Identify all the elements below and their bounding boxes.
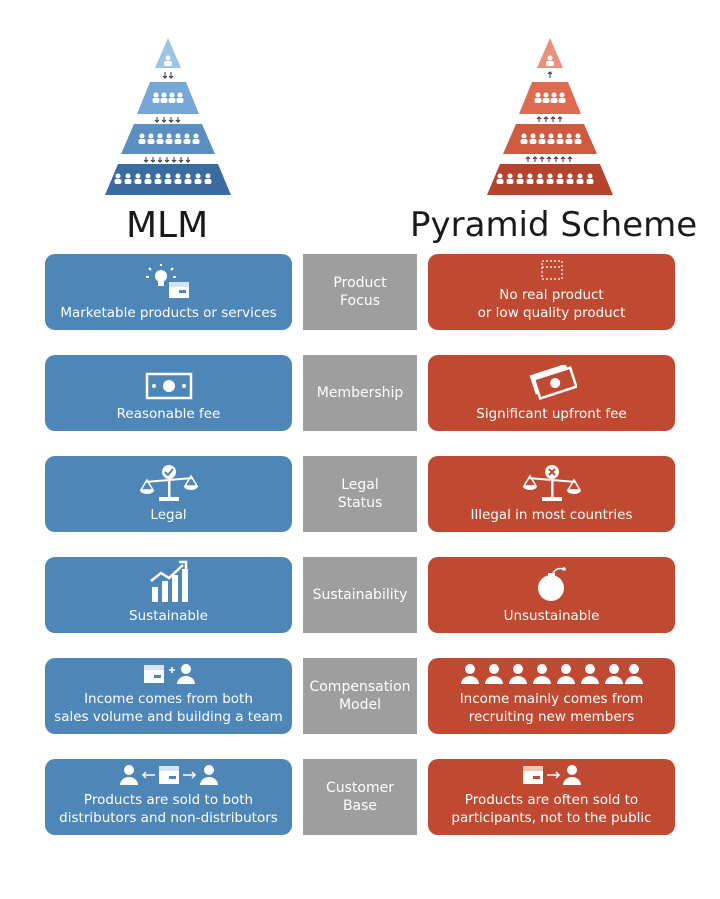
mlm-text: Reasonable fee [116, 406, 221, 422]
pyramid-scheme-graphic [487, 38, 613, 195]
criterion-label: Membership [303, 355, 417, 431]
scale-cross-icon [522, 465, 581, 501]
pyramid-card-legal-status: Illegal in most countries [428, 456, 675, 532]
mlm-title: MLM [126, 205, 209, 246]
pyramid-text: Illegal in most countries [470, 507, 633, 523]
comparison-row-sustainability: Sustainable Sustainability Unsustainable [45, 557, 675, 633]
bomb-icon [537, 567, 566, 601]
mlm-text: Legal [150, 507, 187, 523]
stack-of-cash-icon [529, 365, 577, 400]
mlm-card-customer-base: Products are sold to both distributors a… [45, 759, 292, 835]
pyramid-text: Unsustainable [503, 608, 600, 624]
pyramid-card-customer-base: Products are often sold to participants,… [428, 759, 675, 835]
mlm-card-sustainability: Sustainable [45, 557, 292, 633]
comparison-row-legal-status: Legal Legal Status Illegal in most count… [45, 456, 675, 532]
banknote-icon [145, 372, 192, 400]
lightbulb-box-icon [145, 264, 189, 298]
pyramid-text: Significant upfront fee [476, 406, 627, 422]
mlm-text: Income comes from both sales volume and … [54, 691, 283, 725]
criterion-label: Customer Base [303, 759, 417, 835]
pyramid-text: No real product or low quality product [477, 287, 626, 321]
box-plus-person-icon [143, 664, 195, 684]
mlm-text: Products are sold to both distributors a… [59, 792, 278, 826]
mlm-card-compensation-model: Income comes from both sales volume and … [45, 658, 292, 734]
mlm-text: Marketable products or services [60, 305, 277, 321]
mlm-text: Sustainable [129, 608, 208, 624]
pyramid-card-sustainability: Unsustainable [428, 557, 675, 633]
comparison-row-membership: Reasonable fee Membership Significant up… [45, 355, 675, 431]
criterion-label: Compensation Model [303, 658, 417, 734]
criterion-label: Sustainability [303, 557, 417, 633]
mlm-card-membership: Reasonable fee [45, 355, 292, 431]
growth-chart-icon [149, 560, 188, 602]
pyramid-text: Income mainly comes from recruiting new … [459, 691, 644, 725]
scale-check-icon [139, 465, 198, 501]
comparison-row-compensation-model: Income comes from both sales volume and … [45, 658, 675, 734]
comparison-row-product-focus: Marketable products or services Product … [45, 254, 675, 330]
mlm-card-legal-status: Legal [45, 456, 292, 532]
criterion-label: Legal Status [303, 456, 417, 532]
pyramid-scheme-title: Pyramid Scheme [410, 205, 698, 245]
pyramid-card-compensation-model: Income mainly comes from recruiting new … [428, 658, 675, 734]
pyramid-text: Products are often sold to participants,… [451, 792, 652, 826]
mlm-pyramid-graphic [105, 38, 231, 195]
box-to-person-icon [522, 765, 581, 785]
person-box-person-icon [119, 765, 218, 785]
pyramid-card-membership: Significant upfront fee [428, 355, 675, 431]
pyramid-card-product-focus: No real product or low quality product [428, 254, 675, 330]
empty-box-icon [540, 260, 563, 280]
comparison-row-customer-base: Products are sold to both distributors a… [45, 759, 675, 835]
mlm-card-product-focus: Marketable products or services [45, 254, 292, 330]
group-of-people-icon [460, 664, 643, 684]
criterion-label: Product Focus [303, 254, 417, 330]
